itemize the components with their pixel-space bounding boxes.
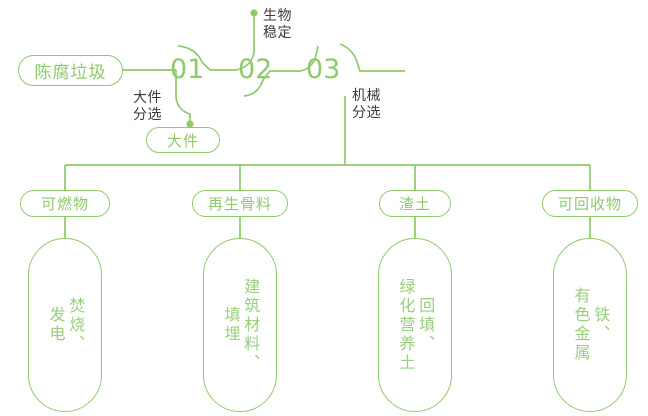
outcome-text-kehuishouwu: 铁、 有色金属 [554,239,626,411]
category-pill-zhatu[interactable]: 渣土 [379,190,451,217]
annotation-stage-02-line-1: 生物 [263,8,292,24]
annotation-stage-01-line-1: 大件 [133,90,162,106]
root-node-chenfu-laji[interactable]: 陈腐垃圾 [18,55,123,86]
annotation-stage-03-line-2: 分选 [352,104,381,121]
outcome-column-1: 建筑材料、 [241,277,261,373]
outcome-column-2: 填埋 [221,306,241,344]
outcome-column-1: 铁、 [591,306,611,344]
outcome-column-2: 发电 [46,306,66,344]
arc-stage-03-left [299,45,319,72]
annotation-stage-03: 机械 分选 [352,88,381,121]
outcome-box-kehuishouwu[interactable]: 铁、 有色金属 [553,238,627,412]
outcome-box-zhatu[interactable]: 回填、 绿化营养土 [378,238,452,412]
dot-stage-02-annotation [250,9,258,17]
annotation-stage-03-line-1: 机械 [352,88,381,104]
annotation-stage-01-line-2: 分选 [133,106,162,123]
outcome-box-kerANwu[interactable]: 焚烧、 发电 [28,238,102,412]
category-pill-kerANwu[interactable]: 可燃物 [20,190,110,217]
stage-number-01[interactable]: 01 [170,54,205,85]
category-pill-zaisheng-guliao[interactable]: 再生骨料 [192,190,288,217]
outcome-text-zhatu: 回填、 绿化营养土 [379,239,451,411]
category-pill-kehuishouwu[interactable]: 可回收物 [542,190,638,217]
stage-number-03[interactable]: 03 [306,54,341,85]
dot-daijian [186,120,194,128]
annotation-stage-01: 大件 分选 [133,90,162,123]
arc-stage-01-top [177,45,211,71]
outcome-column-2: 绿化营养土 [396,277,416,373]
arc-stage-03-right [339,43,405,72]
annotation-stage-02-line-2: 稳定 [263,24,292,41]
outcome-column-1: 焚烧、 [66,296,86,354]
arc-stage-02-top [235,44,255,71]
side-output-daijian[interactable]: 大件 [146,127,220,153]
outcome-column-2: 有色金属 [571,287,591,363]
outcome-text-kerANwu: 焚烧、 发电 [29,239,101,411]
annotation-stage-02: 生物 稳定 [263,8,292,41]
wire-stage-01-to-daijian [175,70,191,124]
outcome-column-1: 回填、 [416,296,436,354]
outcome-box-zaisheng-guliao[interactable]: 建筑材料、 填埋 [203,238,277,412]
stage-number-02[interactable]: 02 [238,54,273,85]
outcome-text-zaisheng-guliao: 建筑材料、 填埋 [204,239,276,411]
arc-stage-02-bottom [243,70,300,97]
